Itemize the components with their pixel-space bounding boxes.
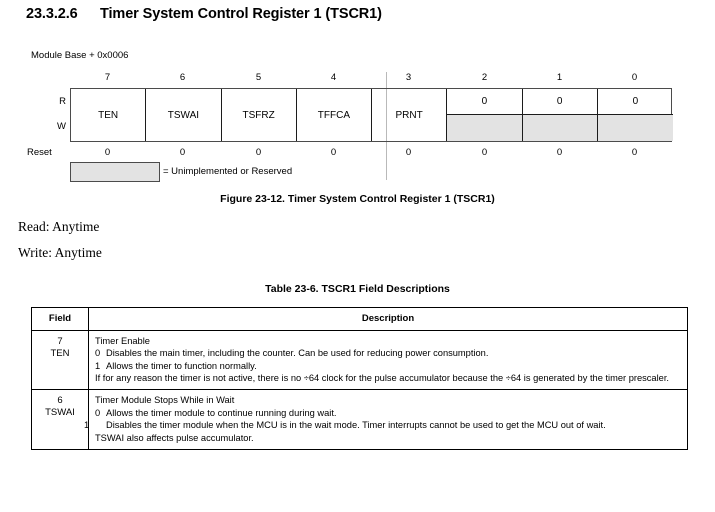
register-cell-bit5: TSFRZ [222,89,297,141]
description-bullet: 0 Allows the timer module to continue run… [95,407,683,419]
field-cell-tswai: 6 TSWAI [31,389,89,450]
reset-value-bit4: 0 [330,147,337,158]
register-cell-bit3: PRNT [372,89,448,141]
reset-value-bit0: 0 [631,147,638,158]
bit-number-7: 7 [104,72,111,83]
bit-number-4: 4 [330,72,337,83]
bit-number-5: 5 [255,72,262,83]
bit0-read-value: 0 [597,89,673,115]
bit-field-name-tffca: TFFCA [317,109,350,121]
bullet-text: Allows the timer module to continue runn… [106,407,337,418]
register-cell-bit7: TEN [71,89,147,141]
bit-number-2: 2 [481,72,488,83]
bit1-read-value: 0 [522,89,597,115]
read-row-label: R [59,96,66,107]
reset-row-label: Reset [27,147,52,158]
bullet-value: 1 [84,420,90,431]
section-title: Timer System Control Register 1 (TSCR1) [100,6,382,22]
bullet-value: 0 [95,407,101,418]
description-bullet: 0 Disables the main timer, including the … [95,347,683,359]
column-guide-line [386,72,387,180]
description-title: Timer Module Stops While in Wait [95,395,235,406]
figure-caption: Figure 23-12. Timer System Control Regis… [220,193,495,205]
description-cell-tswai: Timer Module Stops While in Wait 0 Allows… [84,389,688,450]
field-bit-name: TSWAI [45,407,75,419]
bit-number-1: 1 [556,72,563,83]
write-row-label: W [57,121,66,132]
bit2-read-value: 0 [447,89,522,115]
field-bit-number: 7 [57,336,63,347]
bit0-write-reserved [597,115,673,141]
reset-value-bit3: 0 [405,147,412,158]
reserved-legend-label: = Unimplemented or Reserved [163,166,293,177]
bit-field-name-tswai: TSWAI [167,109,200,121]
bullet-text: Allows the timer to function normally. [106,360,257,371]
page-title: 23.3.2.6 Timer System Control Register 1 … [26,6,382,22]
table-row: 7 TEN Timer Enable 0 Disables the main ti… [31,329,688,391]
module-base-label: Module Base + 0x0006 [31,50,129,61]
reserved-legend-swatch [70,162,160,182]
bit-number-row: 7 6 5 4 3 2 1 0 [0,72,715,88]
bit-number-6: 6 [179,72,186,83]
bullet-text: Disables the main timer, including the c… [106,348,489,359]
table-caption: Table 23-6. TSCR1 Field Descriptions [265,283,450,295]
bit-field-name-ten: TEN [98,109,119,121]
reset-value-bit2: 0 [481,147,488,158]
bullet-value: 0 [95,348,101,359]
section-number: 23.3.2.6 [26,6,78,22]
reset-value-bit6: 0 [179,147,186,158]
description-title: Timer Enable [95,336,150,346]
column-header-description: Description [88,307,688,331]
bit-field-name-prnt: PRNT [395,109,423,121]
description-cell-ten: Timer Enable 0 Disables the main timer, i… [88,329,688,391]
field-cell-ten: 7 TEN [31,329,89,391]
reset-value-bit5: 0 [255,147,262,158]
description-note: If for any reason the timer is not activ… [95,373,669,384]
register-cell-bit1: 0 [522,89,598,141]
bit2-write-reserved [447,115,522,141]
table-header-row: Field Description [31,307,688,331]
table-row: 6 TSWAI Timer Module Stops While in Wait… [31,389,688,450]
field-bit-name: TEN [50,347,70,359]
read-access-line: Read: Anytime [18,219,100,234]
description-bullet: 1 Allows the timer to function normally. [95,360,683,372]
reset-value-bit1: 0 [556,147,563,158]
bullet-text: Disables the timer module when the MCU i… [106,420,606,431]
register-bit-diagram: 7 6 5 4 3 2 1 0 R W TEN TSWAI TSFRZ TFFC… [0,72,715,158]
write-access-line: Write: Anytime [18,245,102,260]
register-cell-bit2: 0 [447,89,523,141]
register-cell-bit0: 0 [597,89,673,141]
column-header-field: Field [31,307,89,331]
register-cell-bit4: TFFCA [297,89,372,141]
bit-number-0: 0 [631,72,638,83]
bit-field-name-tsfrz: TSFRZ [242,109,275,121]
register-cell-bit6: TSWAI [146,89,222,141]
bit1-write-reserved [522,115,597,141]
bullet-value: 1 [95,360,101,371]
register-cells: TEN TSWAI TSFRZ TFFCA PRNT 0 0 0 [70,88,673,142]
bit-number-3: 3 [405,72,412,83]
reset-value-bit7: 0 [104,147,111,158]
field-bit-number: 6 [57,395,63,407]
description-note: TSWAI also affects pulse accumulator. [95,432,254,443]
description-bullet: 1 Disables the timer module when the MCU … [84,419,683,431]
